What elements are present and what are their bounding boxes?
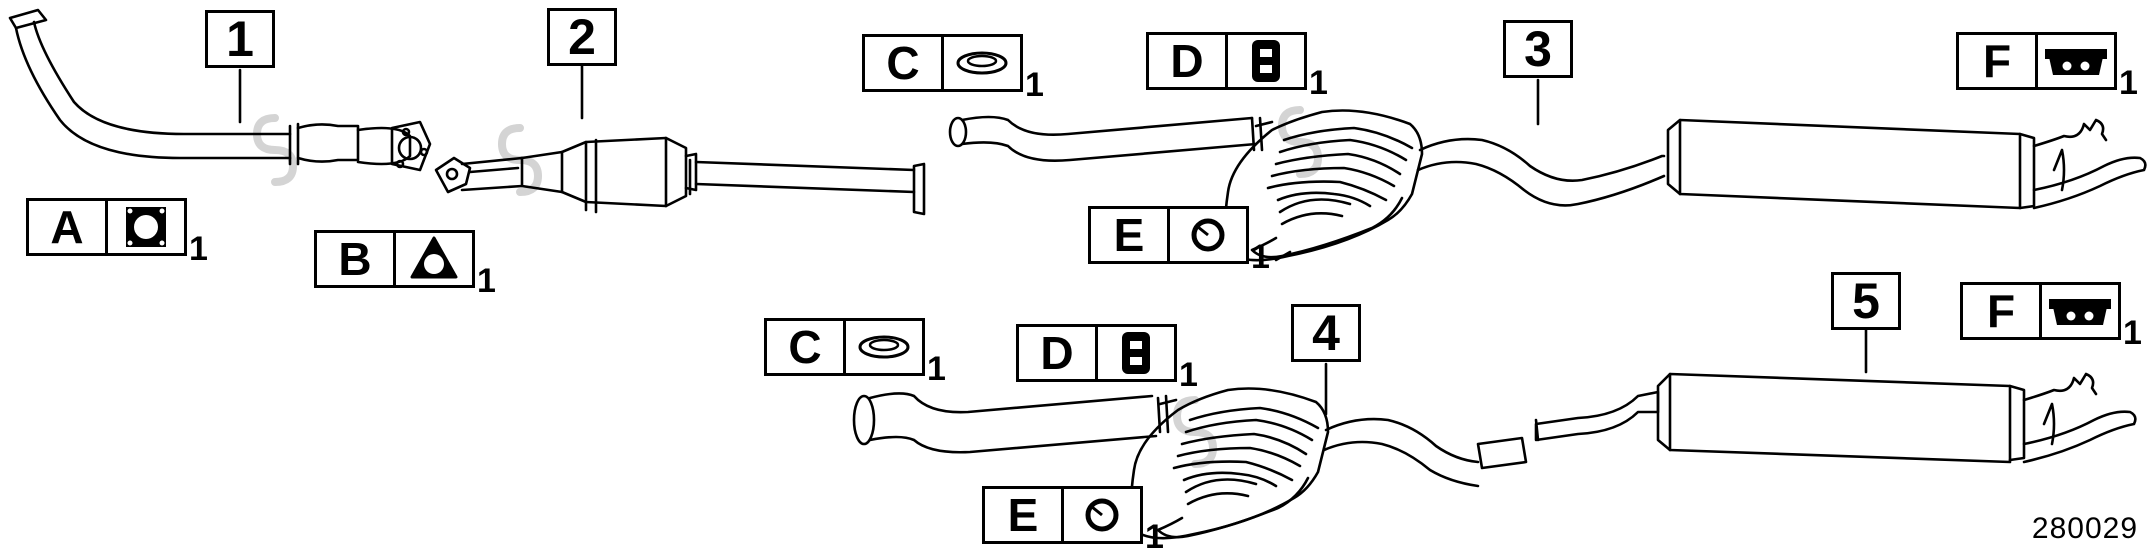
kit-quantity: 1	[189, 230, 208, 268]
watermark-mark	[253, 106, 1322, 468]
rear-muffler-lower	[1534, 372, 2137, 464]
kit-quantity: 1	[2119, 64, 2138, 102]
kit-label-e-lower: E 1	[982, 486, 1164, 554]
kit-label-f-upper: F 1	[1956, 32, 2138, 100]
kit-quantity: 1	[1179, 356, 1198, 394]
square-gasket-icon	[108, 201, 184, 253]
kit-label-f-lower: F 1	[1960, 282, 2142, 350]
kit-quantity: 1	[477, 262, 496, 300]
callout-3: 3	[1503, 20, 1573, 78]
kit-quantity: 1	[1025, 66, 1044, 104]
kit-letter: B	[317, 233, 396, 285]
hanger-bracket-icon	[2042, 285, 2118, 337]
catalytic-converter	[434, 136, 926, 216]
kit-letter: E	[985, 489, 1064, 541]
callout-1: 1	[205, 10, 275, 68]
sealing-ring-icon	[846, 321, 922, 373]
leader-lines	[238, 64, 1868, 416]
reference-number: 280029	[2031, 512, 2138, 545]
rubber-mount-icon	[1098, 327, 1174, 379]
kit-label-c-upper: C 1	[862, 34, 1044, 102]
hanger-bracket-icon	[2038, 35, 2114, 87]
kit-label-d-lower: D 1	[1016, 324, 1198, 392]
kit-quantity: 1	[927, 350, 946, 388]
kit-quantity: 1	[1251, 238, 1270, 276]
clamp-ring-icon	[1064, 489, 1140, 541]
kit-quantity: 1	[1145, 518, 1164, 556]
triangle-gasket-icon	[396, 233, 472, 285]
kit-letter: F	[1963, 285, 2042, 337]
kit-quantity: 1	[2123, 314, 2142, 352]
intermediate-pipe-upper	[948, 115, 1274, 162]
front-pipe	[8, 8, 432, 172]
kit-label-a: A 1	[26, 198, 208, 266]
intermediate-pipe-rear-lower	[1322, 417, 1528, 488]
intermediate-pipe-lower	[852, 392, 1178, 454]
kit-label-b: B 1	[314, 230, 496, 298]
kit-letter: C	[767, 321, 846, 373]
kit-letter: A	[29, 201, 108, 253]
rubber-mount-icon	[1228, 35, 1304, 87]
rear-muffler-upper	[1666, 118, 2147, 210]
sealing-ring-icon	[944, 37, 1020, 89]
kit-label-d-upper: D 1	[1146, 32, 1328, 100]
intermediate-pipe-rear-upper	[1416, 137, 1666, 207]
kit-label-c-lower: C 1	[764, 318, 946, 386]
kit-label-e-upper: E 1	[1088, 206, 1270, 274]
kit-letter: D	[1019, 327, 1098, 379]
kit-letter: E	[1091, 209, 1170, 261]
callout-2: 2	[547, 8, 617, 66]
kit-letter: D	[1149, 35, 1228, 87]
callout-4: 4	[1291, 304, 1361, 362]
kit-letter: C	[865, 37, 944, 89]
kit-quantity: 1	[1309, 64, 1328, 102]
kit-letter: F	[1959, 35, 2038, 87]
clamp-ring-icon	[1170, 209, 1246, 261]
callout-5: 5	[1831, 272, 1901, 330]
